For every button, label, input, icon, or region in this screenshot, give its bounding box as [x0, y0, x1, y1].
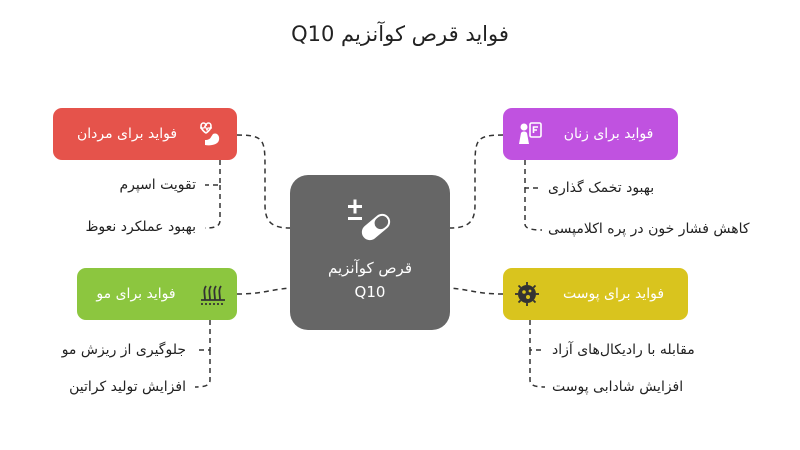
branch-women: فواید برای زنان — [503, 108, 678, 160]
hair-follicle-icon — [201, 285, 225, 305]
branch-men-label: فواید برای مردان — [76, 126, 178, 142]
connector-hair-sub1 — [195, 320, 211, 351]
connector-men-sub2 — [204, 185, 221, 229]
woman-document-icon — [519, 122, 542, 144]
branch-women-label: فواید برای زنان — [563, 126, 654, 142]
connector-skin-sub2 — [529, 350, 546, 388]
branch-hair-label: فواید برای مو — [96, 286, 176, 302]
connector-skin-sub1 — [529, 320, 545, 351]
hair-item-1: جلوگیری از ریزش مو — [61, 342, 186, 358]
skin-item-1: مقابله با رادیکال‌های آزاد — [552, 342, 695, 358]
center-node: قرص کوآنزیم Q10 — [290, 175, 450, 330]
branch-men: فواید برای مردان — [53, 108, 237, 160]
pill-plus-minus-icon — [348, 199, 391, 241]
branch-skin: فواید برای پوست — [503, 268, 688, 320]
connector-men-sub1 — [205, 160, 221, 186]
center-label-code: Q10 — [354, 283, 386, 301]
connector-women-sub2 — [524, 188, 543, 231]
hair-item-2: افزایش تولید کراتین — [69, 379, 186, 395]
connector-skin — [449, 287, 504, 295]
center-label: قرص کوآنزیم — [327, 259, 413, 277]
connector-hair-sub2 — [194, 350, 211, 388]
connector-hair — [236, 287, 291, 295]
men-item-2: بهبود عملکرد نعوظ — [85, 219, 196, 235]
skin-item-2: افزایش شادابی پوست — [552, 379, 684, 395]
branch-skin-label: فواید برای پوست — [562, 286, 665, 302]
branch-hair: فواید برای مو — [77, 268, 237, 320]
connector-men — [236, 134, 291, 229]
heart-flexed-arm-icon — [200, 122, 220, 146]
connector-women — [449, 134, 504, 229]
men-item-1: تقویت اسپرم — [119, 177, 196, 193]
women-item-1: بهبود تخمک گذاری — [548, 180, 655, 196]
page-title: فواید قرص کوآنزیم Q10 — [291, 22, 509, 46]
skin-virus-icon — [515, 282, 539, 306]
women-item-2: کاهش فشار خون در پره اکلامپسی — [548, 221, 750, 237]
connector-women-sub1 — [524, 160, 542, 189]
